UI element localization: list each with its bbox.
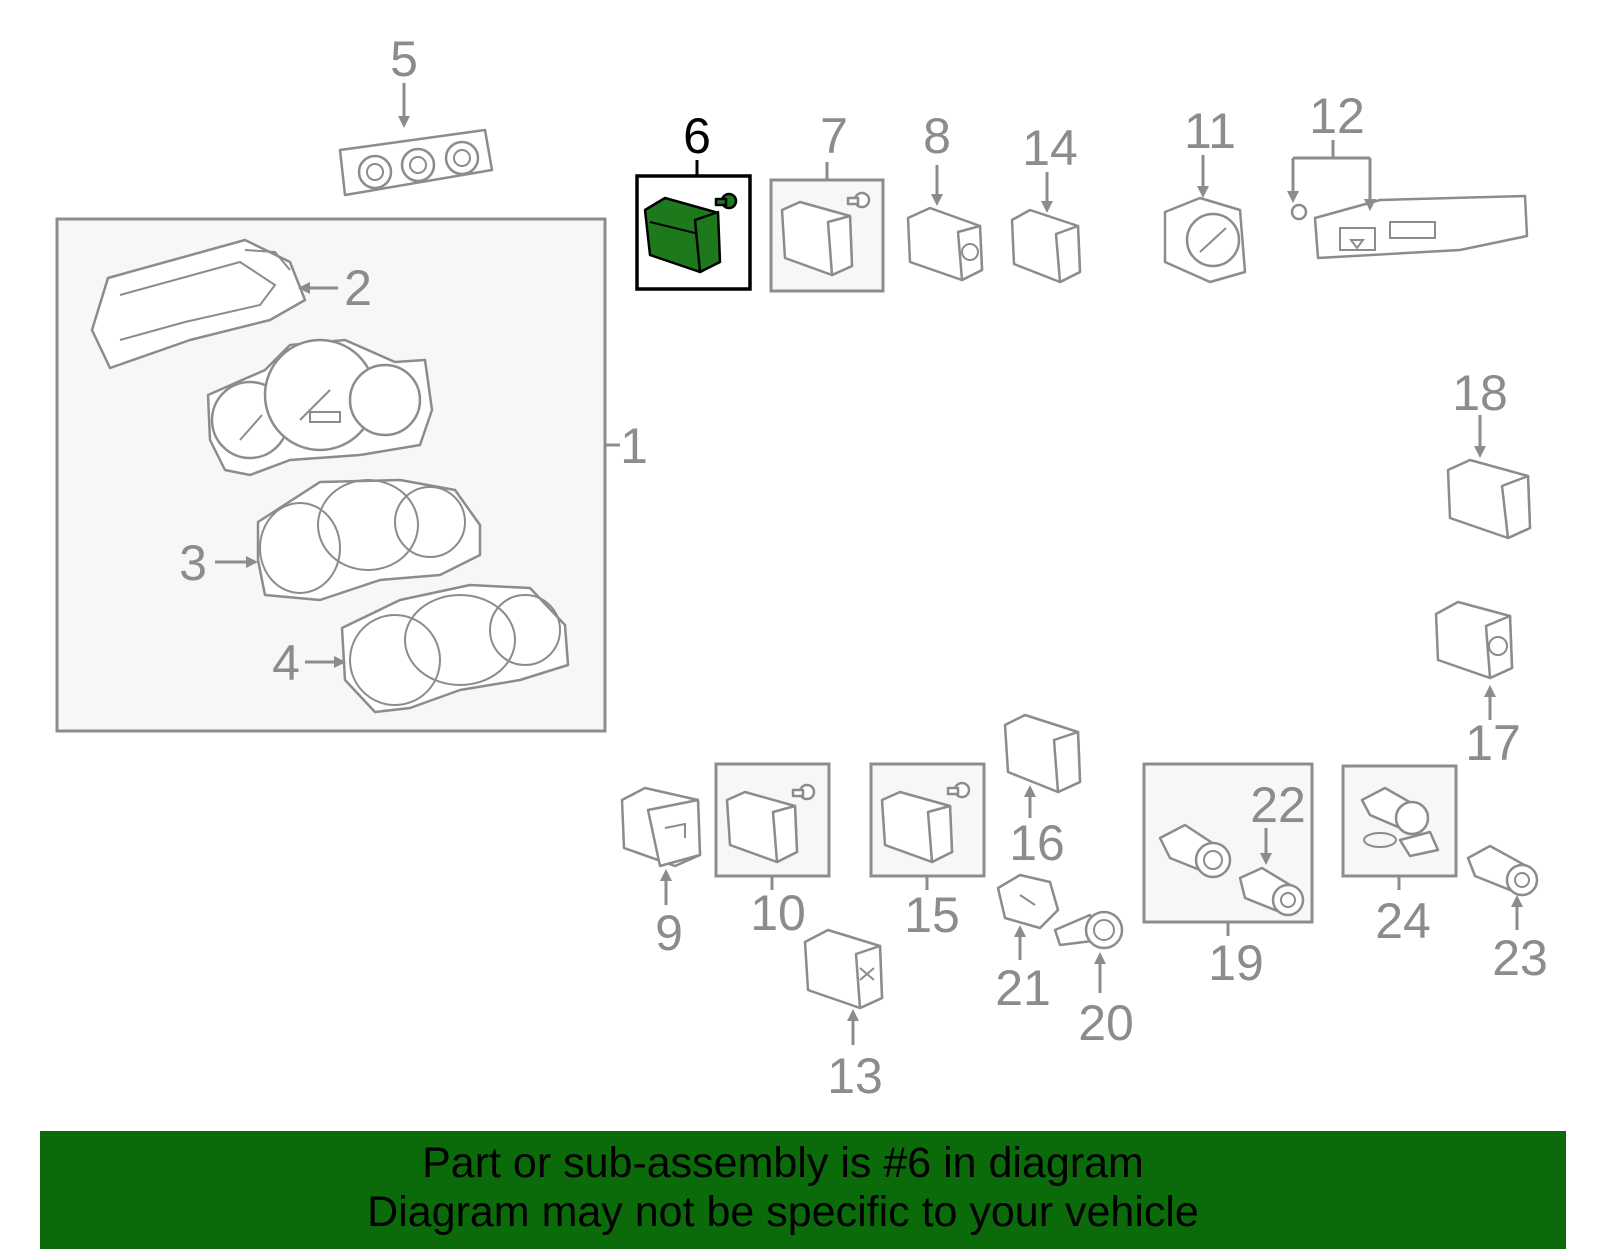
callout-6: 6 [683,108,711,164]
callout-21: 21 [995,960,1051,1016]
part-13-switch [803,928,884,1010]
callout-3: 3 [179,535,207,591]
part-7-switch [780,191,871,277]
part-4-cover [340,583,570,714]
part-15-switch [880,781,971,864]
callout-16: 16 [1009,815,1065,871]
callout-20: 20 [1078,995,1134,1051]
part-14-switch [1010,208,1082,284]
callout-1: 1 [620,418,648,474]
callout-18: 18 [1452,365,1508,421]
part-19-socket [1158,823,1232,879]
info-banner: Part or sub-assembly is #6 in diagram Di… [40,1131,1566,1249]
callout-15: 15 [904,887,960,943]
callout-14: 14 [1022,120,1078,176]
part-24-socket-kit [1360,786,1440,858]
part-21-socket [996,873,1060,930]
callout-12: 12 [1309,88,1365,144]
part-11-knob-switch [1163,196,1247,284]
part-16-switch [1003,713,1082,794]
part-17-dimmer-switch [1434,600,1514,680]
gauge-cluster-body [206,338,434,477]
parts-diagram: 1 2 3 4 [55,31,1548,1104]
callout-24: 24 [1375,893,1431,949]
part-10-switch [725,783,816,864]
part-3-lens [256,478,482,602]
callout-10: 10 [750,885,806,941]
part-6-switch [643,192,738,274]
part-23-socket [1466,844,1539,897]
part-8-switch [906,206,984,282]
part-12-hazard-panel [1290,194,1529,260]
callout-9: 9 [655,905,683,961]
part-22-lighter [1238,866,1305,917]
callout-5: 5 [390,31,418,87]
callout-7: 7 [820,108,848,164]
part-9-switch [620,786,702,868]
callout-23: 23 [1492,930,1548,986]
callout-11: 11 [1184,103,1236,159]
callout-17: 17 [1465,715,1521,771]
callout-2: 2 [344,260,372,316]
callout-4: 4 [272,635,300,691]
callout-13: 13 [827,1048,883,1104]
part-18-switch [1446,458,1532,540]
part-2-cluster-hood [90,238,307,370]
callout-19: 19 [1208,935,1264,991]
part-5-heater-control [338,128,494,197]
callout-22: 22 [1250,777,1306,833]
callout-8: 8 [923,108,951,164]
banner-line-1: Part or sub-assembly is #6 in diagram [422,1139,1144,1187]
part-20-ring [1053,910,1124,950]
banner-line-2: Diagram may not be specific to your vehi… [367,1188,1199,1236]
